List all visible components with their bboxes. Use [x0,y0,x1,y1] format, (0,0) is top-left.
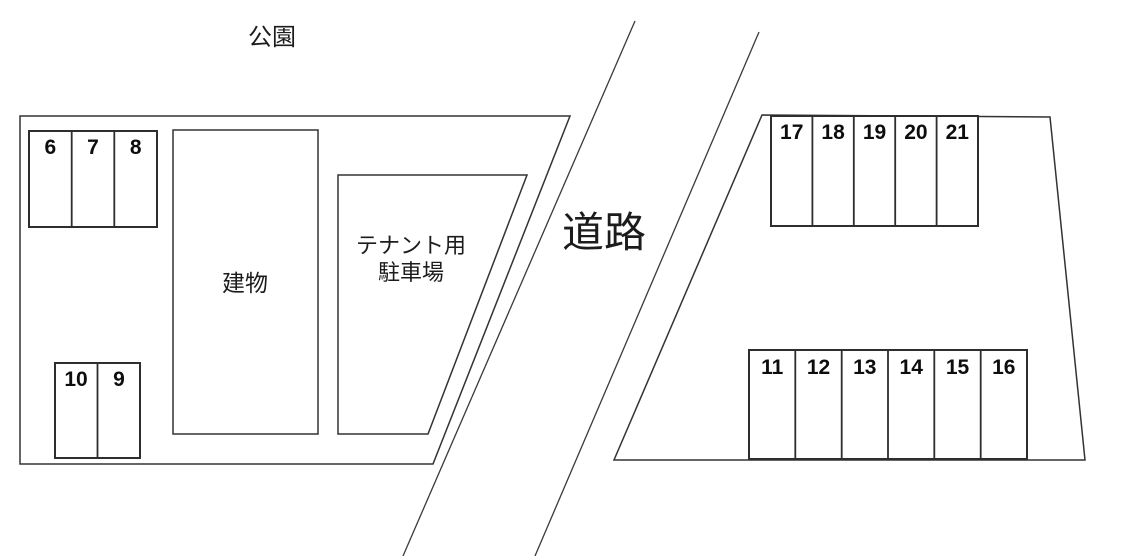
parking-block-17-21: 17 18 19 20 21 [770,115,979,227]
road-label: 道路 [562,209,646,256]
space-17-label: 17 [780,121,803,144]
space-13-label: 13 [853,356,876,379]
left-lot-boundary [19,115,572,465]
space-20-label: 20 [904,121,927,144]
space-19-label: 19 [863,121,886,144]
park-label: 公園 [248,24,296,51]
right-lot: 17 18 19 20 21 11 12 13 14 15 16 [612,114,1086,461]
space-18-label: 18 [821,121,845,144]
tenant-parking-area: テナント用 駐車場 [337,174,529,435]
road-right-line [534,31,760,556]
road: 道路 [402,20,760,556]
building-label: 建物 [222,270,268,296]
road-left-line [402,20,636,556]
parking-block-6-7-8: 6 7 8 [28,130,158,228]
space-7-label: 7 [87,136,99,159]
space-11-label: 11 [761,356,784,379]
tenant-parking-outline [337,174,529,435]
space-10-label: 10 [64,368,87,391]
space-6-label: 6 [44,136,56,159]
parking-block-17-21-outline [770,115,979,227]
space-21-label: 21 [946,121,970,144]
tenant-parking-label-line1: テナント用 [356,233,466,258]
space-12-label: 12 [807,356,830,379]
space-9-label: 9 [113,368,125,391]
tenant-parking-label-line2: 駐車場 [378,260,444,285]
space-16-label: 16 [992,356,1015,379]
building: 建物 [172,129,319,435]
left-lot: 6 7 8 10 9 建物 テナント用 駐車場 [19,115,572,465]
space-8-label: 8 [130,136,142,159]
space-15-label: 15 [946,356,970,379]
building-outline [172,129,319,435]
parking-block-11-16: 11 12 13 14 15 16 [748,349,1028,460]
parking-block-10-9: 10 9 [54,362,141,459]
space-14-label: 14 [900,356,924,379]
parking-block-6-7-8-outline [28,130,158,228]
